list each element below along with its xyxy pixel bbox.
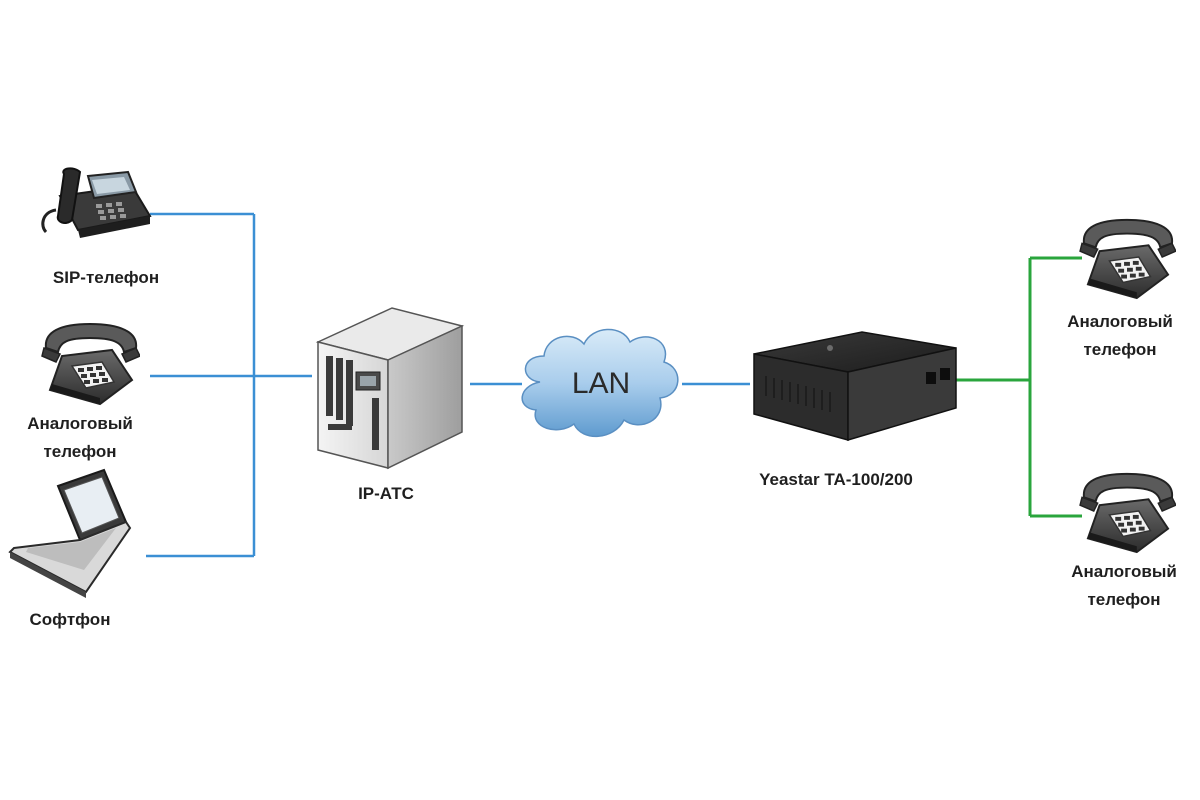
lan-label: LAN [571,367,631,400]
ip-desk-phone-icon [41,167,152,238]
connections [146,212,1082,558]
gateway-label: Yeastar TA-100/200 [759,470,913,489]
server-icon [315,307,465,470]
ip-pbx-label: IP-АТС [358,484,414,503]
analog-phone-right-top-label: Аналоговый телефон [1067,312,1173,359]
cloud-icon [521,328,679,438]
analog-phone-left-label: Аналоговый телефон [27,414,133,461]
gateway-device-icon [753,331,957,442]
sip-phone-label: SIP-телефон [52,268,160,287]
laptop-icon [8,468,132,598]
analog-phone-icon [41,323,140,405]
analog-phone-right-bottom-label: Аналоговый телефон [1071,562,1177,609]
softphone-label: Софтфон [29,610,111,629]
analog-phone-icon [1079,472,1176,554]
analog-phone-icon [1079,218,1176,300]
